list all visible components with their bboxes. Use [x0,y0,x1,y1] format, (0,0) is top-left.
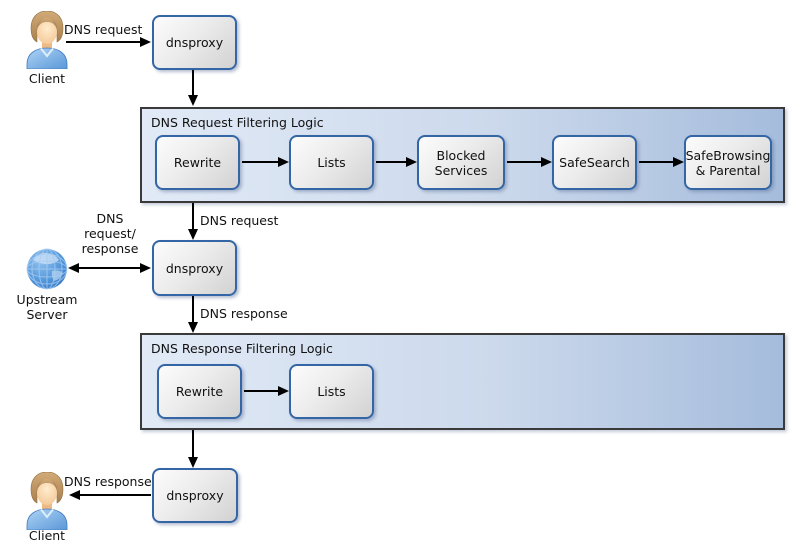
arrow-client-to-proxy-head [140,37,151,47]
upstream-exchange-line1: DNS [96,211,124,226]
step-safebrowsing-parental: SafeBrowsing & Parental [684,135,772,190]
arrow-safesearch-to-safebrowsing-line [639,161,673,163]
response-filtering-title: DNS Response Filtering Logic [151,341,333,356]
arrow-upstream-exchange-line [79,267,141,269]
client-top-label: Client [28,71,66,86]
arrow-proxy-to-client-head [69,490,80,500]
step-request-rewrite-label: Rewrite [173,155,222,170]
edge-label-dns-request-mid: DNS request [200,213,279,228]
upstream-label-line1: Upstream [16,292,78,307]
step-request-rewrite: Rewrite [155,135,240,190]
step-request-lists: Lists [289,135,374,190]
arrow-rewrite-to-lists-line [242,161,278,163]
arrow-request-filter-to-proxy-line [192,203,194,229]
arrow-request-filter-to-proxy-head [188,229,198,240]
arrow-rewrite-to-lists-head [278,157,289,167]
client-person-icon [26,11,68,69]
arrow-proxy-to-request-filter-line [192,70,194,95]
upstream-label-line2: Server [26,307,68,322]
step-request-lists-label: Lists [317,155,346,170]
request-filtering-container: DNS Request Filtering Logic Rewrite List… [140,107,785,203]
step-response-rewrite-label: Rewrite [175,384,224,399]
arrow-lists-to-blocked-line [376,161,406,163]
arrow-response-rewrite-to-lists-head [278,386,289,396]
node-dnsproxy-bottom: dnsproxy [152,468,238,523]
step-safesearch-label: SafeSearch [559,155,630,170]
node-dnsproxy-middle-label: dnsproxy [165,260,224,276]
node-dnsproxy-bottom-label: dnsproxy [166,488,224,503]
node-dnsproxy-middle: dnsproxy [152,240,237,296]
step-blocked-services: Blocked Services [417,135,505,190]
edge-label-dns-request-top: DNS request [64,22,143,37]
arrow-upstream-exchange-head-left [68,263,79,273]
arrow-blocked-to-safesearch-head [541,157,552,167]
arrow-proxy-to-response-filter-head [188,322,198,333]
edge-label-dns-response-mid: DNS response [200,306,288,321]
arrow-blocked-to-safesearch-line [507,161,541,163]
arrow-proxy-to-response-filter-line [192,296,194,322]
step-safesearch: SafeSearch [552,135,637,190]
node-dnsproxy-top-label: dnsproxy [165,35,224,50]
arrow-proxy-to-client-line [80,494,151,496]
step-response-lists-label: Lists [317,384,346,399]
arrow-upstream-exchange-head-right [140,263,151,273]
edge-label-upstream-exchange: DNS request/ response [70,211,150,256]
arrow-proxy-to-request-filter-head [188,95,198,106]
upstream-server-label: Upstream Server [7,292,87,322]
arrow-response-filter-to-proxy-line [192,430,194,457]
client-bottom-label: Client [28,528,66,543]
upstream-exchange-line2: request/ [84,226,136,241]
arrow-client-to-proxy-line [66,41,141,43]
node-dnsproxy-top: dnsproxy [152,15,237,70]
response-filtering-container: DNS Response Filtering Logic Rewrite Lis… [140,333,785,430]
request-filtering-title: DNS Request Filtering Logic [151,115,324,130]
step-response-lists: Lists [289,364,374,419]
step-response-rewrite: Rewrite [157,364,242,419]
upstream-exchange-line3: response [81,241,139,256]
step-safebrowsing-parental-label: SafeBrowsing & Parental [685,147,771,178]
edge-label-dns-response-bottom: DNS response [64,474,152,489]
upstream-server-globe-icon [26,248,68,290]
arrow-response-rewrite-to-lists-line [244,390,278,392]
arrow-response-filter-to-proxy-head [188,457,198,468]
arrow-lists-to-blocked-head [406,157,417,167]
client-person-icon-bottom [26,472,68,530]
arrow-safesearch-to-safebrowsing-head [673,157,684,167]
step-blocked-services-label: Blocked Services [434,147,488,178]
